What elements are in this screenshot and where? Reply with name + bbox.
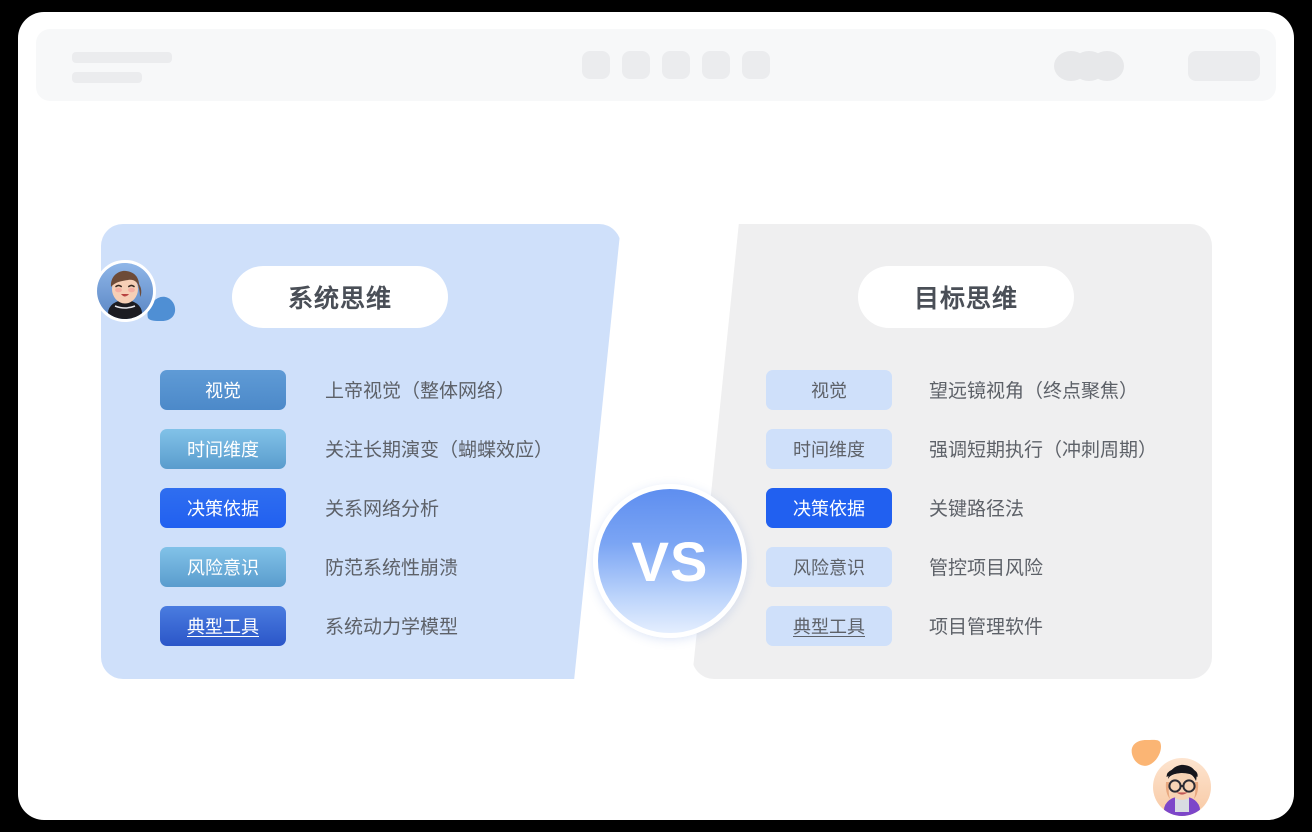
vs-badge: VS <box>593 484 747 638</box>
row-tag[interactable]: 视觉 <box>766 369 892 410</box>
toolbar-chip[interactable] <box>702 51 730 79</box>
row-tag[interactable]: 典型工具 <box>160 605 286 646</box>
toolbar-chip[interactable] <box>582 51 610 79</box>
row-tag[interactable]: 时间维度 <box>160 428 286 469</box>
row-description: 管控项目风险 <box>929 558 1044 579</box>
row-tag[interactable]: 视觉 <box>160 369 286 410</box>
comparison-row: 风险意识 防范系统性崩溃 <box>101 537 621 596</box>
row-tag[interactable]: 决策依据 <box>160 487 286 528</box>
row-tag[interactable]: 风险意识 <box>766 546 892 587</box>
toolbar-chip[interactable] <box>742 51 770 79</box>
row-description: 关注长期演变（蝴蝶效应） <box>325 440 554 461</box>
row-description: 项目管理软件 <box>929 617 1044 638</box>
comparison-row: 视觉 上帝视觉（整体网络） <box>101 360 621 419</box>
row-tag[interactable]: 时间维度 <box>766 428 892 469</box>
panel-title-system-thinking: 系统思维 <box>232 266 448 328</box>
row-tag[interactable]: 风险意识 <box>160 546 286 587</box>
row-description: 关系网络分析 <box>325 499 440 520</box>
toolbar-chip[interactable] <box>622 51 650 79</box>
comparison-row: 时间维度 关注长期演变（蝴蝶效应） <box>101 419 621 478</box>
row-description: 望远镜视角（终点聚焦） <box>929 381 1139 402</box>
row-description: 上帝视觉（整体网络） <box>325 381 516 402</box>
skeleton-title-line-2 <box>72 72 142 83</box>
comparison-row: 风险意识 管控项目风险 <box>692 537 1212 596</box>
presence-avatar-stack[interactable] <box>1054 51 1134 81</box>
comparison-row: 典型工具 项目管理软件 <box>692 596 1212 655</box>
comparison-row: 决策依据 关键路径法 <box>692 478 1212 537</box>
row-tag[interactable]: 典型工具 <box>766 605 892 646</box>
row-description: 系统动力学模型 <box>325 617 459 638</box>
comparison-row: 时间维度 强调短期执行（冲刺周期） <box>692 419 1212 478</box>
panel-title-goal-thinking: 目标思维 <box>858 266 1074 328</box>
browser-toolbar <box>36 29 1276 101</box>
row-tag[interactable]: 决策依据 <box>766 487 892 528</box>
panel-row-list-right: 视觉 望远镜视角（终点聚焦） 时间维度 强调短期执行（冲刺周期） 决策依据 关键… <box>692 360 1212 655</box>
comparison-stage: 系统思维 视觉 上帝视觉（整体网络） 时间维度 关注长期演变（蝴蝶效应） 决策依… <box>18 108 1294 820</box>
row-description: 关键路径法 <box>929 499 1025 520</box>
cursor-pointer-icon <box>1126 736 1166 781</box>
row-description: 强调短期执行（冲刺周期） <box>929 440 1158 461</box>
toolbar-action-button[interactable] <box>1188 51 1260 81</box>
toolbar-chip-group <box>582 51 770 79</box>
comparison-row: 典型工具 系统动力学模型 <box>101 596 621 655</box>
row-description: 防范系统性崩溃 <box>325 558 459 579</box>
avatar <box>94 260 156 322</box>
panel-goal-thinking: 目标思维 视觉 望远镜视角（终点聚焦） 时间维度 强调短期执行（冲刺周期） 决策… <box>692 224 1212 679</box>
panel-system-thinking: 系统思维 视觉 上帝视觉（整体网络） 时间维度 关注长期演变（蝴蝶效应） 决策依… <box>101 224 621 679</box>
skeleton-title-line-1 <box>72 52 172 63</box>
comparison-row: 视觉 望远镜视角（终点聚焦） <box>692 360 1212 419</box>
toolbar-chip[interactable] <box>662 51 690 79</box>
cursor-pointer-icon <box>144 290 180 331</box>
avatar <box>1150 755 1214 819</box>
comparison-row: 决策依据 关系网络分析 <box>101 478 621 537</box>
browser-window: 系统思维 视觉 上帝视觉（整体网络） 时间维度 关注长期演变（蝴蝶效应） 决策依… <box>18 12 1294 820</box>
presence-avatar[interactable] <box>1090 51 1124 81</box>
panel-row-list-left: 视觉 上帝视觉（整体网络） 时间维度 关注长期演变（蝴蝶效应） 决策依据 关系网… <box>101 360 621 655</box>
